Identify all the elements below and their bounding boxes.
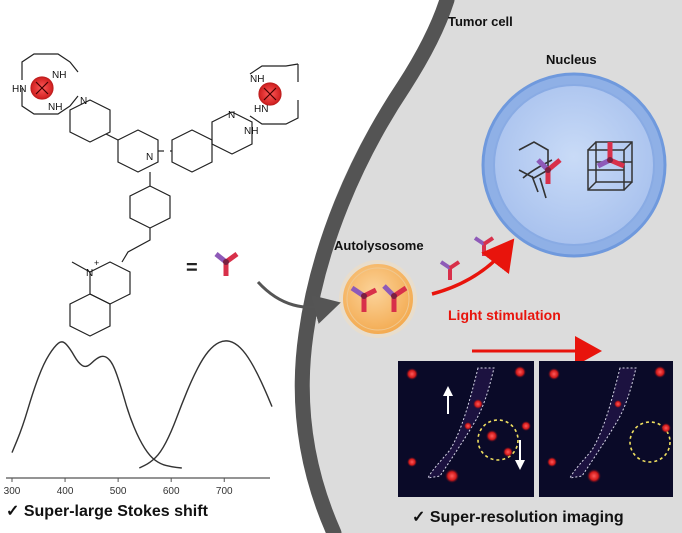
nucleus-label: Nucleus bbox=[546, 52, 597, 67]
spectrum-line-2 bbox=[138, 340, 273, 469]
molecule-structure bbox=[21, 53, 299, 337]
atom-n-quinolinium: N bbox=[86, 268, 93, 279]
light-stimulation-arrow bbox=[431, 238, 515, 296]
probe-in-nucleus-2 bbox=[596, 142, 625, 169]
probe-in-autolysosome-1 bbox=[350, 285, 378, 312]
atom-plus-charge: + bbox=[94, 258, 99, 268]
x-tick-label: 300 bbox=[4, 486, 21, 497]
atom-n-pyridine-right: N bbox=[228, 110, 235, 121]
probe-legend-icon bbox=[214, 251, 239, 276]
stokes-shift-caption: ✓ Super-large Stokes shift bbox=[6, 503, 209, 520]
nucleus bbox=[481, 72, 667, 258]
micrograph-after bbox=[539, 361, 673, 497]
probe-in-nucleus-1 bbox=[536, 158, 562, 184]
light-stimulation-label: Light stimulation bbox=[448, 307, 561, 323]
autolysosome bbox=[339, 260, 417, 338]
cell-membrane bbox=[294, 0, 455, 533]
super-resolution-caption: ✓ Super-resolution imaging bbox=[412, 509, 624, 526]
atom-nh-bottom-right: NH bbox=[244, 126, 258, 137]
dna-duplex-icon bbox=[518, 141, 553, 199]
probe-in-autolysosome-2 bbox=[382, 284, 408, 312]
atom-hn-left: HN bbox=[12, 84, 26, 95]
uptake-arrow bbox=[256, 280, 341, 324]
tumor-cell-label: Tumor cell bbox=[448, 14, 513, 29]
atom-n-center: N bbox=[146, 152, 153, 163]
micrograph-before bbox=[398, 361, 534, 497]
atom-nh-top-right: NH bbox=[250, 74, 264, 85]
x-tick-label: 500 bbox=[110, 486, 127, 497]
spectrum-chart: 300 400 500 600 700 bbox=[4, 340, 273, 497]
autolysosome-label: Autolysosome bbox=[334, 238, 424, 253]
spectrum-line-1 bbox=[11, 341, 182, 469]
equals-sign: = bbox=[186, 257, 198, 279]
x-tick-label: 600 bbox=[163, 486, 180, 497]
atom-nh-bottom-left: NH bbox=[48, 102, 62, 113]
x-tick-label: 400 bbox=[57, 486, 74, 497]
atom-nh-top-left: NH bbox=[52, 70, 66, 81]
released-probe-1 bbox=[439, 260, 461, 280]
atom-hn-right: HN bbox=[254, 104, 268, 115]
x-tick-label: 700 bbox=[216, 486, 233, 497]
atom-n-pyridine-left: N bbox=[80, 96, 87, 107]
